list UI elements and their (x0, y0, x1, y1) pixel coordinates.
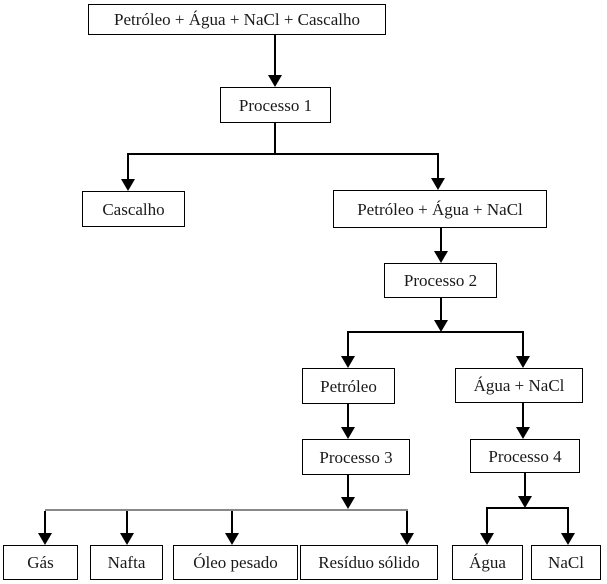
arrowhead-down-icon (225, 533, 239, 545)
node-processo-2: Processo 2 (384, 263, 497, 298)
arrowhead-down-icon (341, 497, 355, 509)
connector-to-residuo-solido (406, 511, 408, 533)
arrowhead-down-icon (341, 427, 355, 439)
arrowhead-down-icon (434, 251, 448, 263)
node-nacl: NaCl (531, 545, 601, 580)
connector-processo3-branch-line (45, 509, 408, 511)
node-processo-4: Processo 4 (470, 439, 580, 473)
node-gas: Gás (3, 545, 78, 580)
node-residuo-solido: Resíduo sólido (300, 545, 438, 580)
arrowhead-down-icon (38, 533, 52, 545)
arrowhead-down-icon (516, 356, 530, 368)
arrowhead-down-icon (431, 178, 445, 190)
arrowhead-down-icon (120, 533, 134, 545)
node-mixture-petroleo-agua-nacl-cascalho: Petróleo + Água + NaCl + Cascalho (88, 4, 386, 35)
connector-mixture-full-to-processo1 (274, 35, 276, 75)
connector-petroleo-to-processo3 (347, 404, 349, 427)
connector-to-cascalho (127, 155, 129, 179)
connector-to-mixture-ows (437, 155, 439, 178)
arrowhead-down-icon (516, 427, 530, 439)
connector-to-agua (486, 509, 488, 533)
arrowhead-down-icon (341, 356, 355, 368)
arrowhead-down-icon (268, 75, 282, 87)
connector-to-oleo-pesado (231, 511, 233, 533)
node-processo-1: Processo 1 (220, 87, 331, 123)
node-mixture-petroleo-agua-nacl: Petróleo + Água + NaCl (333, 190, 547, 228)
connector-to-gas (44, 511, 46, 533)
connector-processo2-branch-line (347, 331, 524, 333)
connector-processo1-stem (274, 123, 276, 155)
node-processo-3: Processo 3 (302, 439, 410, 475)
connector-processo4-stem (524, 473, 526, 496)
node-agua: Água (452, 545, 523, 580)
connector-processo4-branch-line (486, 507, 569, 509)
connector-to-agua-nacl (522, 333, 524, 356)
node-agua-nacl: Água + NaCl (455, 368, 583, 403)
connector-to-petroleo (347, 333, 349, 356)
arrowhead-down-icon (561, 533, 575, 545)
node-petroleo: Petróleo (302, 368, 395, 404)
connector-agua-nacl-to-processo4 (522, 403, 524, 427)
arrowhead-down-icon (400, 533, 414, 545)
connector-to-nacl (567, 509, 569, 533)
connector-processo3-stem (347, 475, 349, 497)
connector-processo2-stem (440, 298, 442, 320)
connector-processo1-branch-line (127, 153, 439, 155)
arrowhead-down-icon (121, 179, 135, 191)
node-cascalho: Cascalho (82, 191, 185, 227)
connector-mixture-ows-to-processo2 (440, 228, 442, 251)
connector-to-nafta (126, 511, 128, 533)
node-oleo-pesado: Óleo pesado (173, 545, 298, 580)
arrowhead-down-icon (434, 320, 448, 332)
arrowhead-down-icon (518, 496, 532, 508)
node-nafta: Nafta (90, 545, 163, 580)
arrowhead-down-icon (480, 533, 494, 545)
